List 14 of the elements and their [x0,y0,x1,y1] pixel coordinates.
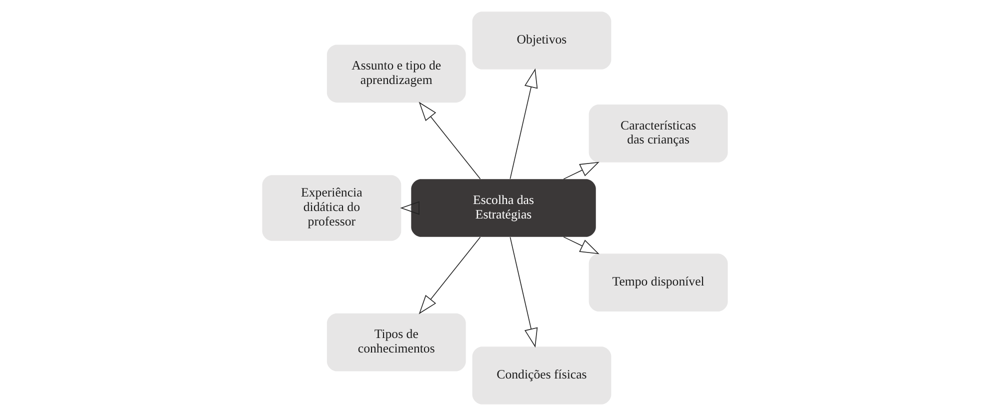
arrow [418,102,480,180]
node-box: Tempo disponível [588,254,728,312]
node-box: Experiência didática do professor [262,175,401,241]
node-box: Tipos de conhecimentos [326,313,466,372]
arrow [509,236,538,348]
arrow [562,162,599,180]
arrow [509,68,538,180]
node-box: Objetivos [472,12,611,70]
node-box: Características das crianças [588,104,728,162]
arrow [400,201,419,215]
node-box: Assunto e tipo de aprendizagem [326,44,466,103]
node-box: Condições físicas [472,346,611,404]
arrow [418,236,480,314]
arrow [562,236,599,254]
